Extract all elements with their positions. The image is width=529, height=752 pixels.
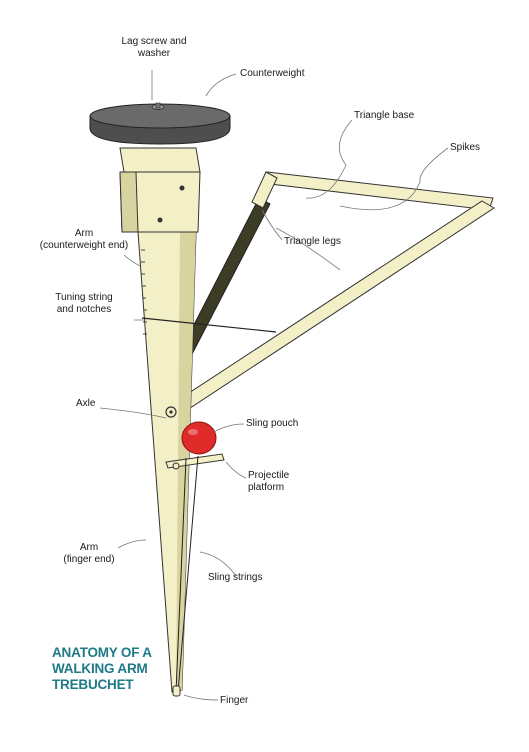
label-sling-pouch: Sling pouch xyxy=(246,418,299,429)
label-lag-screw: Lag screw and washer xyxy=(104,36,204,59)
sling-string-2 xyxy=(177,455,199,693)
label-lag-screw-line1: Lag screw and xyxy=(121,36,187,47)
label-platform-line2: platform xyxy=(248,481,285,493)
leader-lines xyxy=(99,70,449,701)
block-bolt-1 xyxy=(179,185,185,191)
label-triangle-legs: Triangle legs xyxy=(284,236,341,247)
sling-pouch-icon xyxy=(181,421,217,455)
lag-screw-icon xyxy=(155,102,161,109)
platform-pin xyxy=(172,462,180,470)
label-arm-counterweight-end: Arm (counterweight end) xyxy=(34,228,134,251)
sling-string-1 xyxy=(175,457,187,693)
pouch-highlight xyxy=(188,429,198,435)
tuning-notches xyxy=(141,249,147,335)
title-line-3: TREBUCHET xyxy=(52,677,134,692)
triangle-leg-left xyxy=(251,171,278,209)
counterweight-block-top xyxy=(119,147,201,173)
label-arm-finger-line1: Arm xyxy=(79,542,99,553)
label-arm-finger-end: Arm (finger end) xyxy=(54,542,124,565)
finger-icon xyxy=(172,685,181,697)
title-line-2: WALKING ARM xyxy=(52,661,148,676)
axle-center xyxy=(169,410,173,414)
label-finger: Finger xyxy=(220,695,249,706)
label-tuning-line2: and notches xyxy=(56,303,112,315)
label-axle: Axle xyxy=(76,398,96,409)
counterweight-block-side xyxy=(119,171,139,233)
label-lag-screw-line2: washer xyxy=(137,47,171,59)
label-arm-finger-line2: (finger end) xyxy=(63,553,115,565)
label-tuning-string: Tuning string and notches xyxy=(36,292,132,315)
label-arm-cw-line2: (counterweight end) xyxy=(39,239,129,251)
label-projectile-platform: Projectile platform xyxy=(248,470,289,493)
label-arm-cw-line1: Arm xyxy=(74,228,94,239)
label-sling-strings: Sling strings xyxy=(208,572,263,583)
triangle-base xyxy=(266,171,494,211)
block-bolt-2 xyxy=(157,217,163,223)
title-line-1: ANATOMY OF A xyxy=(52,645,152,660)
tuning-string xyxy=(141,317,277,333)
projectile-platform xyxy=(165,453,225,469)
label-tuning-line1: Tuning string xyxy=(55,292,113,303)
label-counterweight: Counterweight xyxy=(240,68,305,79)
label-triangle-base: Triangle base xyxy=(354,110,415,121)
label-spikes: Spikes xyxy=(450,142,481,153)
label-platform-line1: Projectile xyxy=(248,470,290,481)
diagram-title: ANATOMY OF A WALKING ARM TREBUCHET xyxy=(52,645,152,693)
